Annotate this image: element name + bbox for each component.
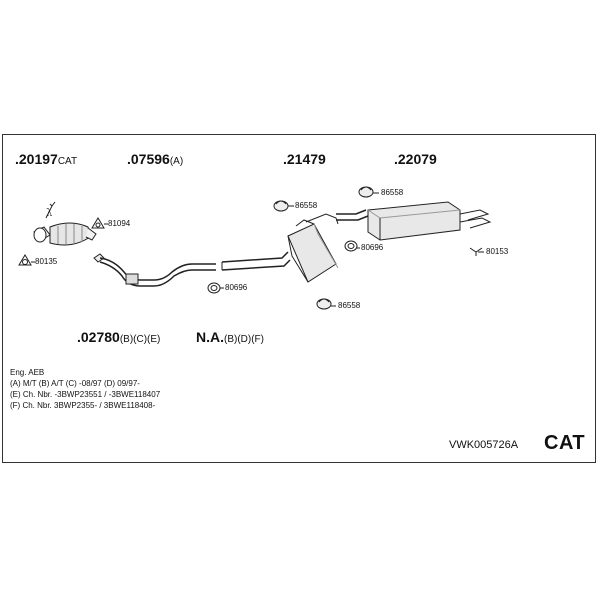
part-number-front-pipe: .07596(A) — [127, 151, 184, 167]
label-gasket-80135: 80135 — [35, 257, 58, 266]
clamp-80696-rear-icon — [344, 240, 360, 252]
cat-badge: CAT — [544, 432, 586, 454]
front-pipe-icon — [93, 253, 216, 287]
label-hanger-86558-c: 86558 — [338, 301, 361, 310]
hanger-86558-b-icon — [358, 186, 379, 198]
catalytic-converter-icon — [33, 222, 97, 246]
middle-silencer-icon — [221, 213, 339, 283]
label-bracket-80153: 80153 — [486, 247, 509, 256]
bracket-80153-icon — [469, 247, 484, 256]
part-number-rear-silencer: .22079 — [394, 151, 437, 167]
note-chassis-e: (E) Ch. Nbr. -3BWP23551 / -3BWE118407 — [10, 390, 161, 399]
label-clamp-81094: 81094 — [108, 219, 131, 228]
part-number-middle-silencer: .21479 — [283, 151, 326, 167]
hanger-86558-c-icon — [316, 298, 336, 310]
clamp-81094-icon — [91, 217, 108, 229]
clamp-80696-front-icon — [207, 282, 224, 294]
svg-text:λ: λ — [46, 208, 53, 219]
gasket-80135-icon — [18, 254, 35, 266]
fitment-notes: Eng. AEB (A) M/T (B) A/T (C) -08/97 (D) … — [10, 367, 160, 411]
lambda-sensor-icon: λ — [45, 201, 56, 219]
label-clamp-80696-rear: 80696 — [361, 243, 384, 252]
part-number-catalyst: .20197CAT — [15, 151, 78, 167]
label-clamp-80696-front: 80696 — [225, 283, 248, 292]
label-hanger-86558-a: 86558 — [295, 201, 318, 210]
part-number-intermediate-pipe: .02780(B)(C)(E) — [77, 329, 161, 345]
part-number-not-available: N.A.(B)(D)(F) — [196, 329, 264, 345]
hanger-86558-a-icon — [273, 200, 294, 212]
label-hanger-86558-b: 86558 — [381, 188, 404, 197]
rear-silencer-icon — [336, 201, 492, 241]
note-chassis-f: (F) Ch. Nbr. 3BWP2355- / 3BWE118408- — [10, 401, 156, 410]
kit-id: VWK005726A — [449, 439, 519, 451]
note-transmission-dates: (A) M/T (B) A/T (C) -08/97 (D) 09/97- — [10, 379, 140, 388]
note-engine: Eng. AEB — [10, 368, 45, 377]
diagram-frame — [2, 134, 596, 463]
